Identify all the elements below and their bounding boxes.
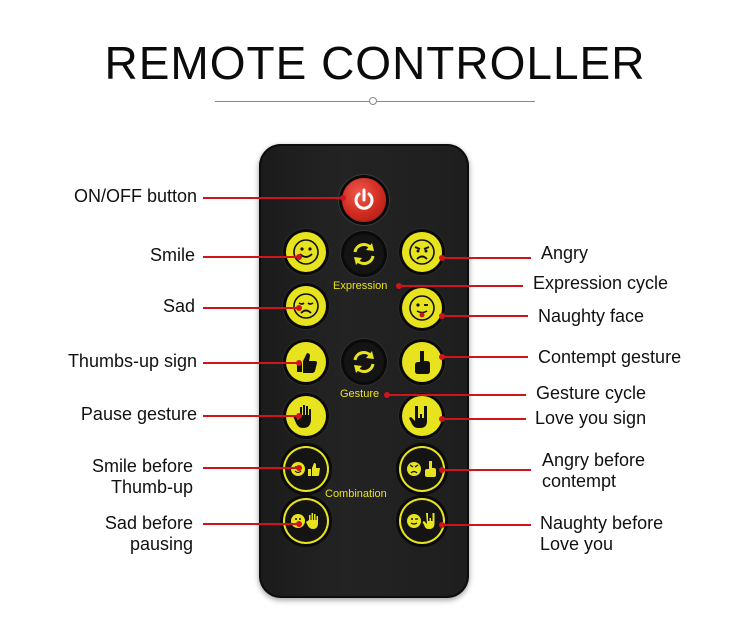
callout-contempt: Contempt gesture	[538, 347, 682, 367]
callout-line-sad	[203, 307, 299, 309]
callout-pause: Pause gesture	[80, 404, 197, 424]
callout-line-smile	[203, 256, 299, 258]
sad-pause-combo-button[interactable]	[283, 498, 329, 544]
remote-body: Expression	[259, 144, 469, 598]
page-title: REMOTE CONTROLLER	[104, 37, 646, 89]
naughty-love-you-icon	[407, 513, 435, 529]
callout-line-thumbs-up	[203, 362, 299, 364]
smile-thumb-combo-button[interactable]	[283, 446, 329, 492]
callout-love-you: Love you sign	[535, 408, 647, 428]
callout-angry-contempt-line2: contempt	[542, 471, 617, 491]
cycle-arrows-icon	[353, 243, 375, 265]
callout-angry-contempt-line1: Angry before	[542, 450, 646, 470]
callout-sad: Sad	[162, 296, 195, 316]
callout-line-expression-cycle	[399, 285, 523, 287]
thumbs-up-icon	[297, 353, 317, 373]
angry-face-icon	[409, 239, 435, 265]
callout-line-love-you	[442, 418, 526, 420]
callout-naughty-love-line1: Naughty before	[540, 513, 664, 533]
callout-line-naughty	[442, 315, 528, 317]
smile-thumbs-up-icon	[291, 462, 320, 476]
callout-dot-sad	[296, 305, 302, 311]
title-divider-dot	[369, 97, 377, 105]
callout-line-angry-contempt	[442, 469, 531, 471]
sad-palm-icon	[291, 513, 318, 529]
callout-smile-thumb-line1: Smile before	[91, 456, 193, 476]
callout-dot-smile	[296, 254, 302, 260]
gesture-label: Gesture	[340, 388, 380, 400]
callout-power: ON/OFF button	[73, 186, 197, 206]
angry-middle-finger-icon	[407, 461, 436, 477]
callout-dot-power	[340, 195, 346, 201]
sad-button[interactable]	[286, 286, 326, 326]
callout-line-contempt	[442, 356, 528, 358]
callout-angry: Angry	[541, 243, 589, 263]
callout-dot-thumbs-up	[296, 360, 302, 366]
callout-smile-thumb: Smile before Thumb-up	[20, 456, 193, 498]
sad-face-icon	[293, 293, 319, 319]
combination-label: Combination	[325, 488, 387, 500]
callout-line-naughty-love	[442, 524, 531, 526]
love-you-sign-button[interactable]	[402, 396, 442, 436]
middle-finger-icon	[415, 351, 430, 374]
expression-cycle-button[interactable]	[344, 234, 384, 274]
callout-sad-pause: Sad before pausing	[20, 513, 193, 555]
callout-dot-pause	[296, 413, 302, 419]
naughty-face-button[interactable]	[402, 288, 442, 328]
palm-icon	[293, 405, 311, 428]
callout-gesture-cycle: Gesture cycle	[536, 383, 647, 403]
callout-naughty: Naughty face	[538, 306, 645, 326]
smile-face-icon	[293, 239, 319, 265]
naughty-face-icon	[409, 295, 435, 321]
callout-naughty-love: Naughty before Love you	[540, 513, 663, 555]
callout-smile-thumb-line2: Thumb-up	[110, 477, 193, 497]
callout-thumbs-up: Thumbs-up sign	[67, 351, 197, 371]
angry-button[interactable]	[402, 232, 442, 272]
callout-dot-smile-thumb	[296, 465, 302, 471]
callout-sad-pause-line2: pausing	[129, 534, 193, 554]
cycle-arrows-icon	[353, 351, 375, 373]
callout-line-angry	[442, 257, 531, 259]
angry-contempt-combo-button[interactable]	[399, 446, 445, 492]
callout-line-smile-thumb	[203, 467, 299, 469]
callout-smile: Smile	[149, 245, 195, 265]
love-you-hand-icon	[409, 406, 427, 428]
power-button[interactable]	[342, 178, 386, 222]
callout-sad-pause-line1: Sad before	[104, 513, 193, 533]
callout-dot-sad-pause	[296, 521, 302, 527]
gesture-cycle-button[interactable]	[344, 342, 384, 382]
callout-line-sad-pause	[203, 523, 299, 525]
callout-line-power	[203, 197, 343, 199]
contempt-gesture-button[interactable]	[402, 342, 442, 382]
naughty-love-combo-button[interactable]	[399, 498, 445, 544]
smile-button[interactable]	[286, 232, 326, 272]
expression-label: Expression	[333, 280, 388, 292]
power-icon	[354, 188, 374, 210]
callout-expression-cycle: Expression cycle	[533, 273, 669, 293]
callout-line-gesture-cycle	[387, 394, 526, 396]
callout-naughty-love-line2: Love you	[540, 534, 614, 554]
callout-line-pause	[203, 415, 299, 417]
callout-angry-contempt: Angry before contempt	[542, 450, 645, 492]
